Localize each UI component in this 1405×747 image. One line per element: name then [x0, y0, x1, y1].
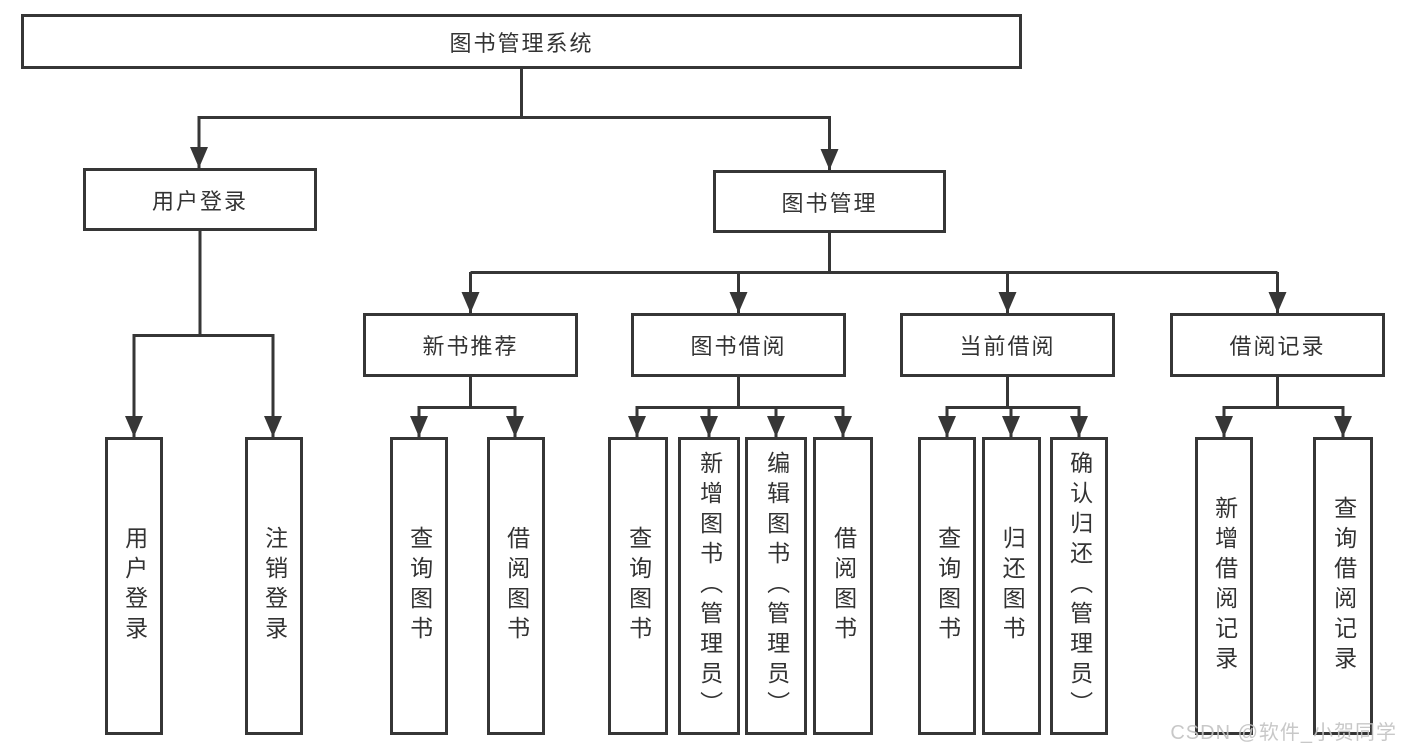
arrowhead: [461, 292, 480, 313]
node-leaf-edit-books-admin: 编辑图书（管理员）: [745, 437, 807, 735]
arrowhead: [1215, 416, 1233, 437]
arrowhead: [1334, 416, 1352, 437]
node-leaf-logout-label: 注销登录: [261, 526, 288, 646]
node-leaf-logout: 注销登录: [245, 437, 303, 735]
arrowhead: [506, 416, 524, 437]
node-leaf-query-books-3: 查询图书: [918, 437, 976, 735]
connector-borrow-rail: [635, 406, 845, 437]
node-leaf-user-login: 用户登录: [105, 437, 163, 735]
arrowhead: [628, 416, 646, 437]
arrowhead: [1268, 292, 1287, 313]
node-borrow-records: 借阅记录: [1170, 313, 1385, 377]
node-leaf-confirm-return-admin: 确认归还（管理员）: [1050, 437, 1108, 735]
node-leaf-borrow-books-1-label: 借阅图书: [503, 526, 530, 646]
connector-recommend-rail: [417, 406, 517, 437]
node-book-management-label: 图书管理: [781, 190, 878, 216]
arrowhead: [729, 292, 748, 313]
node-leaf-user-login-label: 用户登录: [121, 526, 148, 646]
node-leaf-query-borrow-record-label: 查询借阅记录: [1330, 496, 1357, 676]
node-root: 图书管理系统: [21, 14, 1022, 69]
node-leaf-query-books-1-label: 查询图书: [406, 526, 433, 646]
node-leaf-return-books: 归还图书: [982, 437, 1041, 735]
node-user-login-label: 用户登录: [151, 188, 248, 214]
connector-records-rail: [1222, 406, 1345, 437]
connector-userlogin-rail: [132, 334, 275, 437]
node-new-book-recommend: 新书推荐: [363, 313, 578, 377]
node-leaf-borrow-books-1: 借阅图书: [487, 437, 545, 735]
node-leaf-query-books-2: 查询图书: [608, 437, 668, 735]
arrowhead: [820, 149, 839, 170]
node-leaf-add-borrow-record-label: 新增借阅记录: [1211, 496, 1238, 676]
arrowhead: [125, 416, 143, 437]
node-book-borrow-label: 图书借阅: [690, 334, 787, 359]
node-root-label: 图书管理系统: [449, 30, 594, 56]
node-leaf-query-books-3-label: 查询图书: [934, 526, 961, 646]
node-leaf-add-books-admin-label: 新增图书（管理员）: [696, 451, 723, 721]
node-book-management: 图书管理: [713, 170, 946, 233]
node-leaf-query-borrow-record: 查询借阅记录: [1313, 437, 1373, 735]
arrowhead: [834, 416, 852, 437]
arrowhead: [1002, 416, 1020, 437]
arrowhead: [998, 292, 1017, 313]
arrowhead: [767, 416, 785, 437]
node-leaf-confirm-return-admin-label: 确认归还（管理员）: [1066, 451, 1093, 721]
arrowhead: [410, 416, 428, 437]
node-leaf-borrow-books-2-label: 借阅图书: [830, 526, 857, 646]
node-borrow-records-label: 借阅记录: [1229, 334, 1326, 359]
arrowhead: [938, 416, 956, 437]
node-current-borrow: 当前借阅: [900, 313, 1115, 377]
arrowheads: [125, 147, 1352, 437]
node-leaf-add-books-admin: 新增图书（管理员）: [678, 437, 740, 735]
node-current-borrow-label: 当前借阅: [959, 334, 1056, 359]
node-leaf-add-borrow-record: 新增借阅记录: [1195, 437, 1253, 735]
csdn-watermark: CSDN @软件_小贺同学: [1170, 722, 1397, 744]
node-leaf-query-books-2-label: 查询图书: [625, 526, 652, 646]
node-leaf-borrow-books-2: 借阅图书: [813, 437, 873, 735]
node-leaf-edit-books-admin-label: 编辑图书（管理员）: [763, 451, 790, 721]
arrowhead: [264, 416, 282, 437]
arrowhead: [1070, 416, 1088, 437]
node-user-login: 用户登录: [83, 168, 317, 231]
node-new-book-recommend-label: 新书推荐: [422, 334, 519, 359]
node-leaf-query-books-1: 查询图书: [390, 437, 448, 735]
connector-level2-rail: [197, 116, 831, 170]
node-book-borrow: 图书借阅: [631, 313, 846, 377]
arrowhead: [190, 147, 208, 168]
node-leaf-return-books-label: 归还图书: [999, 526, 1026, 646]
arrowhead: [700, 416, 718, 437]
